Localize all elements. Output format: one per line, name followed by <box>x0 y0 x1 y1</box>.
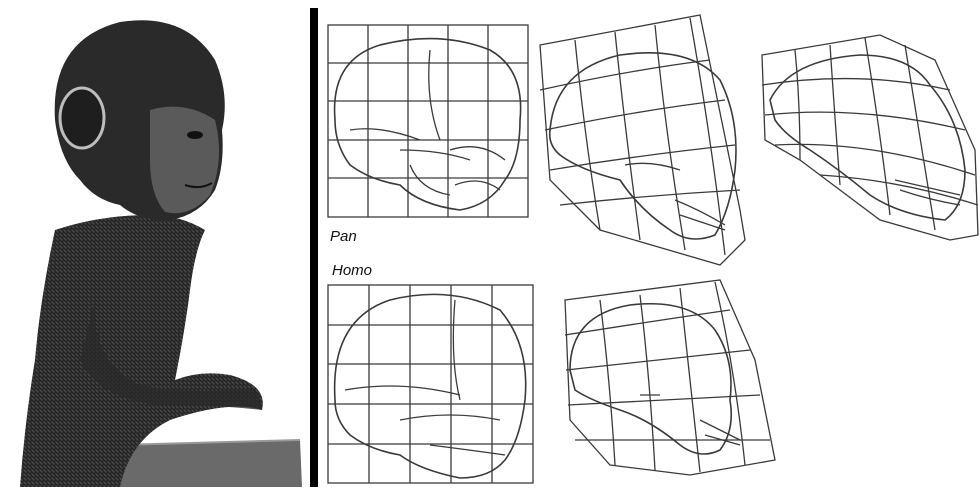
pan-juvenile-skull-grid <box>328 25 528 217</box>
pan-adult-skull-grid <box>762 35 978 240</box>
pan-subadult-skull-grid <box>540 15 745 265</box>
pan-label: Pan <box>330 228 357 245</box>
chimpanzee-photo <box>0 0 305 487</box>
homo-juvenile-skull-grid <box>328 285 533 483</box>
homo-adult-skull-grid <box>565 280 775 475</box>
homo-label: Homo <box>332 262 372 279</box>
panel-divider <box>310 8 318 487</box>
